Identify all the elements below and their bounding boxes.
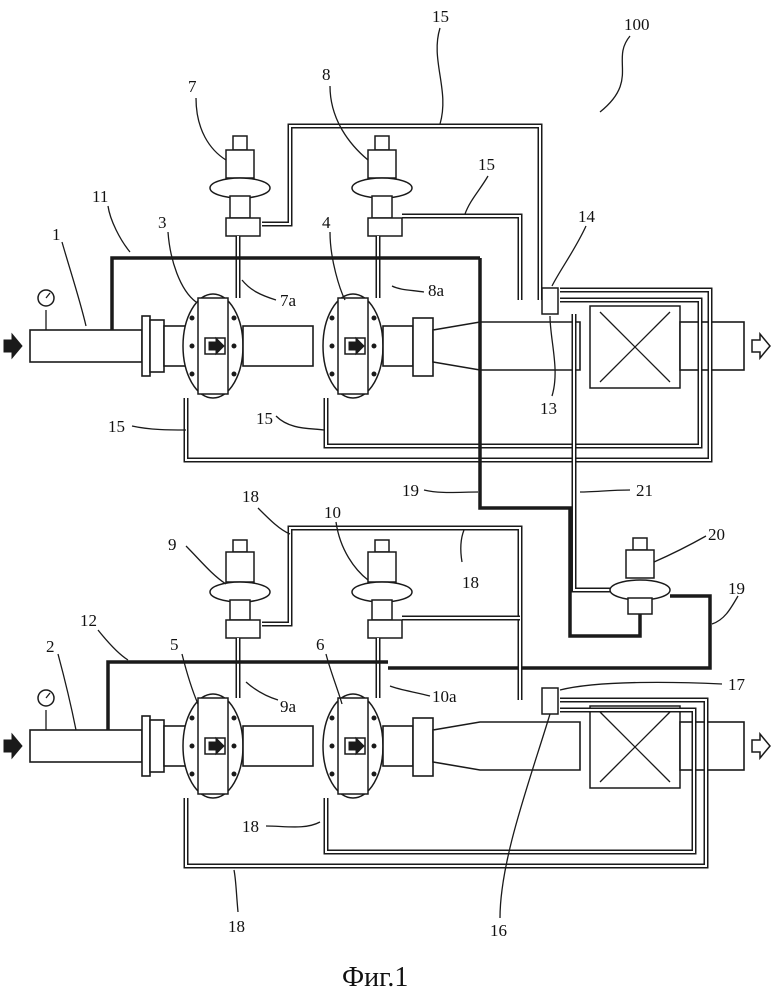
label-10: 10 [324, 503, 341, 522]
label-15-top: 15 [432, 7, 449, 26]
label-5: 5 [170, 635, 179, 654]
label-15-center: 15 [256, 409, 273, 428]
label-8a: 8a [428, 281, 445, 300]
label-1: 1 [52, 225, 61, 244]
label-12: 12 [80, 611, 97, 630]
label-15-left: 15 [108, 417, 125, 436]
label-14: 14 [578, 207, 596, 226]
inlet-arrow-upper [3, 332, 23, 360]
label-3: 3 [158, 213, 167, 232]
label-4: 4 [322, 213, 331, 232]
label-18-low: 18 [242, 817, 259, 836]
label-18-bottom: 18 [228, 917, 245, 936]
pilot-regulator-7 [209, 135, 271, 237]
pilot-regulator-9 [209, 539, 271, 639]
label-17: 17 [728, 675, 746, 694]
line-12 [106, 660, 388, 730]
figure-caption: Фиг.1 [342, 962, 408, 993]
label-15-mid: 15 [478, 155, 495, 174]
label-2: 2 [46, 637, 55, 656]
label-19-right: 19 [728, 579, 745, 598]
leader-lines [57, 27, 739, 919]
pilot-regulator-20 [609, 537, 671, 615]
label-9: 9 [168, 535, 177, 554]
label-16: 16 [490, 921, 507, 940]
label-7a: 7a [280, 291, 297, 310]
label-18-mid: 18 [462, 573, 479, 592]
reference-labels: 100 15 7 8 15 11 3 4 14 1 7a 8a 13 15 15… [46, 7, 746, 940]
junction-16-17 [541, 687, 559, 715]
lower-line [3, 525, 771, 869]
inlet-arrow-lower [3, 732, 23, 760]
label-8: 8 [322, 65, 331, 84]
label-21: 21 [636, 481, 653, 500]
label-9a: 9a [280, 697, 297, 716]
line-15-upper [262, 123, 543, 300]
label-18-top: 18 [242, 487, 259, 506]
junction-13-14 [541, 287, 559, 315]
upper-line [3, 123, 771, 638]
pilot-regulator-10 [351, 539, 413, 639]
label-7: 7 [188, 77, 197, 96]
line-19-right [388, 594, 712, 670]
outlet-arrow-upper [751, 331, 771, 361]
main-pipe-lower [29, 729, 143, 763]
label-20: 20 [708, 525, 725, 544]
label-11: 11 [92, 187, 108, 206]
label-6: 6 [316, 635, 325, 654]
main-pipe-upper [29, 329, 143, 363]
outlet-arrow-lower [751, 731, 771, 761]
pilot-regulator-8 [351, 135, 413, 237]
label-13: 13 [540, 399, 557, 418]
line-11 [110, 256, 480, 330]
label-100: 100 [624, 15, 650, 34]
label-10a: 10a [432, 687, 457, 706]
label-19-center: 19 [402, 481, 419, 500]
